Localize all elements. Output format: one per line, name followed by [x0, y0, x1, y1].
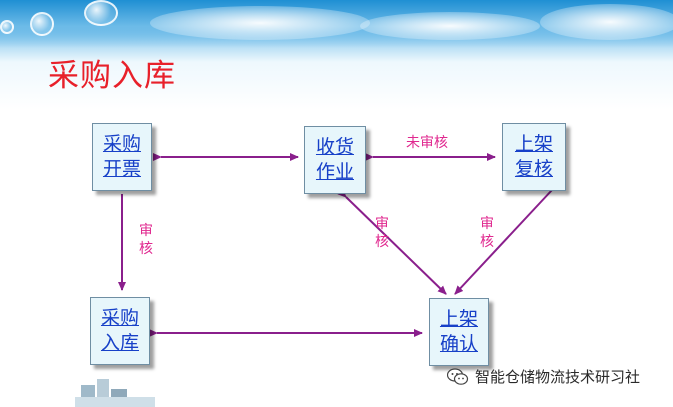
node-purchase-invoice[interactable]: 采购开票	[92, 123, 152, 191]
bubble-decoration	[84, 0, 118, 26]
wechat-icon	[446, 367, 469, 386]
edge-label-review-mid: 审核	[375, 216, 389, 250]
slide-title: 采购入库	[48, 58, 176, 94]
node-shelving-review[interactable]: 上架复核	[502, 123, 566, 191]
node-label: 收货作业	[315, 136, 354, 183]
node-purchase-receipt[interactable]: 采购入库	[90, 297, 150, 365]
bubble-decoration	[30, 12, 54, 36]
bubble-decoration	[0, 20, 14, 34]
node-label: 采购开票	[102, 133, 141, 180]
node-label: 上架复核	[514, 133, 553, 180]
node-label: 上架确认	[439, 308, 478, 355]
edge-label-review-left: 审核	[139, 223, 153, 257]
node-label: 采购入库	[100, 307, 139, 354]
cloud	[360, 12, 540, 40]
city-skyline-decoration	[75, 379, 155, 407]
cloud	[540, 4, 673, 40]
watermark-text: 智能仓储物流技术研习社	[475, 368, 641, 386]
node-receiving[interactable]: 收货作业	[304, 126, 366, 194]
edge-label-review-right: 审核	[480, 216, 494, 250]
watermark: 智能仓储物流技术研习社	[446, 366, 641, 387]
cloud	[150, 6, 370, 40]
node-shelving-confirm[interactable]: 上架确认	[429, 298, 489, 366]
arrow-review-confirm	[454, 189, 553, 295]
arrow-receiving-confirm	[337, 188, 447, 295]
edge-label-not-reviewed: 未审核	[406, 135, 448, 151]
